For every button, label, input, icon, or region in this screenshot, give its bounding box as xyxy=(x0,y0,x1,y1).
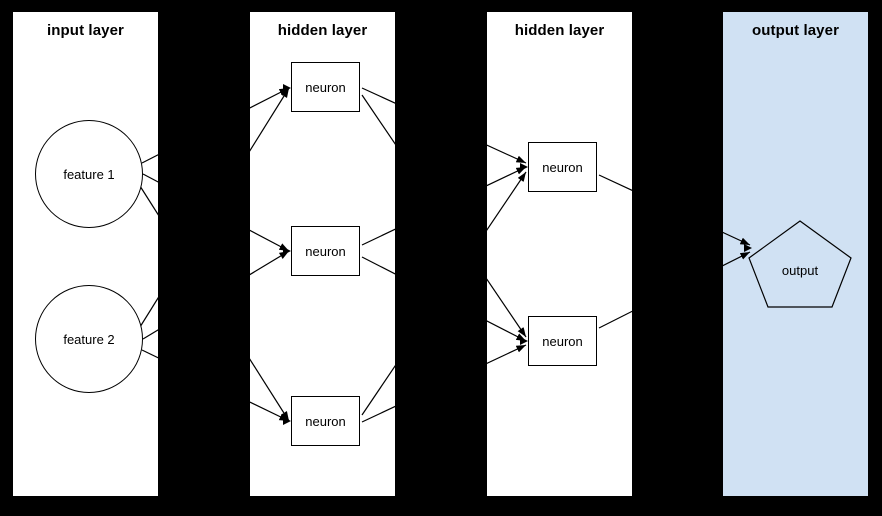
pentagon-icon xyxy=(748,220,852,308)
node-hidden1-neuron-3-label: neuron xyxy=(305,413,346,429)
gap-mask-1 xyxy=(158,0,250,516)
layer-panel-hidden-2 xyxy=(487,12,632,496)
layer-title-hidden-1: hidden layer xyxy=(277,22,368,39)
node-output[interactable]: output xyxy=(744,215,856,313)
layer-panel-input xyxy=(13,12,158,496)
gap-mask-left xyxy=(0,0,13,516)
gap-mask-3 xyxy=(632,0,723,516)
layer-title-input: input layer xyxy=(47,22,124,39)
node-hidden1-neuron-1-label: neuron xyxy=(305,79,346,95)
gap-mask-bottom xyxy=(0,496,882,516)
layer-title-output: output layer xyxy=(751,22,840,39)
node-hidden2-neuron-1[interactable]: neuron xyxy=(528,142,597,192)
node-hidden1-neuron-2[interactable]: neuron xyxy=(291,226,360,276)
node-output-label: output xyxy=(781,263,819,278)
node-hidden1-neuron-1[interactable]: neuron xyxy=(291,62,360,112)
node-hidden2-neuron-2-label: neuron xyxy=(542,333,583,349)
node-feature-2-label: feature 2 xyxy=(63,331,115,347)
node-feature-1-label: feature 1 xyxy=(63,166,115,182)
node-hidden1-neuron-3[interactable]: neuron xyxy=(291,396,360,446)
node-hidden2-neuron-2[interactable]: neuron xyxy=(528,316,597,366)
node-feature-2[interactable]: feature 2 xyxy=(35,285,143,393)
node-hidden1-neuron-2-label: neuron xyxy=(305,243,346,259)
layer-title-hidden-2: hidden layer xyxy=(514,22,605,39)
node-hidden2-neuron-1-label: neuron xyxy=(542,159,583,175)
gap-mask-2 xyxy=(395,0,487,516)
gap-mask-top xyxy=(0,0,882,12)
gap-mask-right xyxy=(868,0,882,516)
node-feature-1[interactable]: feature 1 xyxy=(35,120,143,228)
